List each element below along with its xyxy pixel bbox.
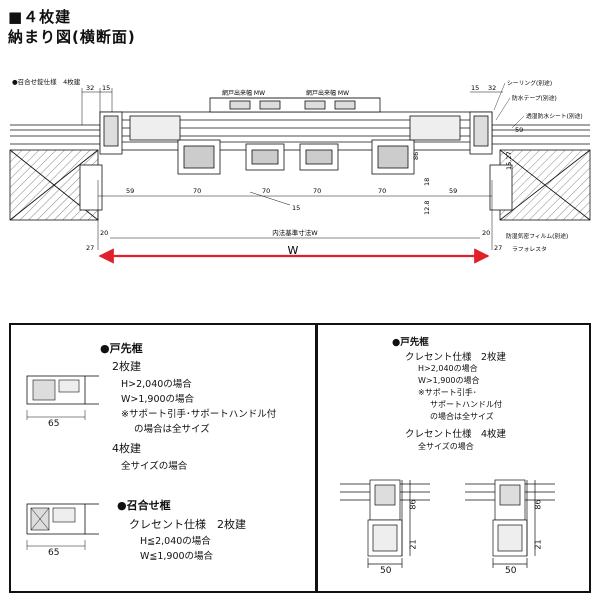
dim-15-bottom: 15 bbox=[292, 204, 300, 212]
dim-59-side: 59 bbox=[515, 126, 523, 134]
dim-59-left: 59 bbox=[126, 187, 134, 195]
inner-dim-label: 内法基準寸法W bbox=[272, 228, 318, 237]
meeting-cond-w: W≦1,900の場合 bbox=[140, 551, 214, 562]
right-crescent-two: クレセント仕様 2枚建 bbox=[405, 352, 507, 363]
dim-70-c: 70 bbox=[313, 187, 321, 195]
callout-sealing: シーリング(別途) bbox=[507, 79, 552, 87]
dim-20-right: 20 bbox=[482, 229, 490, 237]
meeting-cond-h: H≦2,040の場合 bbox=[140, 536, 211, 547]
callout-waterproof-tape: 防水テープ(別途) bbox=[512, 94, 557, 102]
right-right-dim-21: 21 bbox=[533, 539, 543, 550]
left-dim-65-top: 65 bbox=[48, 419, 60, 429]
left-four-leaf: 4枚建 bbox=[112, 442, 141, 455]
callout-lafolesta: ラフォレスタ bbox=[512, 245, 547, 253]
left-two-leaf: 2枚建 bbox=[112, 360, 141, 373]
dim-32-right: 32 bbox=[488, 84, 496, 92]
right-note-support2: サポートハンドル付 bbox=[430, 400, 502, 409]
meeting-crescent-two: クレセント仕様 2枚建 bbox=[129, 518, 246, 531]
title-line2: 納まり図(横断面) bbox=[8, 28, 136, 46]
right-cond-w: W>1,900の場合 bbox=[418, 376, 480, 385]
w-label: W bbox=[288, 244, 299, 257]
dim-27-right: 27 bbox=[494, 244, 502, 252]
dim-70-b: 70 bbox=[262, 187, 270, 195]
top-dimensions bbox=[81, 88, 503, 125]
right-right-dim-50: 50 bbox=[505, 566, 517, 576]
left-note-support: ※サポート引手･サポートハンドル付 bbox=[121, 409, 277, 420]
spec-label: ●召合せ錠仕様 4枚建 bbox=[12, 78, 81, 86]
screen-width-right: 網戸出来幅 MW bbox=[306, 89, 349, 97]
right-crescent-four: クレセント仕様 4枚建 bbox=[405, 429, 507, 440]
dim-15-right: 15 bbox=[471, 84, 479, 92]
left-wall bbox=[9, 124, 103, 221]
dim-70-d: 70 bbox=[378, 187, 386, 195]
right-cond-h: H>2,040の場合 bbox=[418, 364, 478, 373]
left-cond-w: W>1,900の場合 bbox=[121, 394, 195, 405]
title-line1: ■４枚建 bbox=[8, 8, 72, 26]
dim-27-left: 27 bbox=[86, 244, 94, 252]
right-left-dim-50: 50 bbox=[380, 566, 392, 576]
dim-12-8: 12.8 bbox=[423, 201, 431, 215]
right-panel bbox=[316, 323, 591, 593]
right-note-support1: ※サポート引手･ bbox=[418, 388, 477, 397]
stile-section-top bbox=[26, 375, 99, 420]
window-frame bbox=[99, 97, 493, 175]
right-all-sizes: 全サイズの場合 bbox=[418, 442, 474, 451]
crescent-four-section bbox=[465, 479, 555, 568]
left-all-sizes: 全サイズの場合 bbox=[121, 461, 188, 472]
left-frame-title: ●戸先框 bbox=[100, 342, 143, 355]
callout-airtight-film: 防湿気密フィルム(別途) bbox=[506, 232, 568, 240]
dim-15-left: 15 bbox=[102, 84, 110, 92]
right-wall bbox=[489, 124, 591, 221]
right-left-dim-86: 86 bbox=[408, 499, 418, 510]
right-frame-title: ●戸先框 bbox=[392, 337, 429, 348]
dim-20-left: 20 bbox=[100, 229, 108, 237]
dim-70-a: 70 bbox=[193, 187, 201, 195]
plan-section-diagram: 32 15 網戸出来幅 MW 網戸出来幅 MW 15 32 シーリング(別途) … bbox=[9, 79, 591, 264]
stile-section-bottom bbox=[26, 503, 99, 550]
crescent-two-section bbox=[340, 479, 430, 568]
left-note-all: の場合は全サイズ bbox=[134, 424, 210, 435]
right-left-dim-21: 21 bbox=[408, 539, 418, 550]
screen-width-left: 網戸出来幅 MW bbox=[222, 89, 265, 97]
dim-59-right: 59 bbox=[449, 187, 457, 195]
meeting-title: ●召合せ框 bbox=[117, 499, 171, 512]
right-note-all: の場合は全サイズ bbox=[430, 412, 494, 421]
dim-18: 18 bbox=[423, 178, 431, 186]
dim-32-left: 32 bbox=[86, 84, 94, 92]
dim-86: 86 bbox=[412, 152, 420, 160]
right-right-dim-86: 86 bbox=[533, 499, 543, 510]
left-dim-65-bottom: 65 bbox=[48, 548, 60, 558]
dim-15-27: 15.27 bbox=[505, 151, 513, 170]
left-cond-h: H>2,040の場合 bbox=[121, 379, 192, 390]
callout-breathable-sheet: 透湿防水シート(別途) bbox=[526, 112, 583, 120]
